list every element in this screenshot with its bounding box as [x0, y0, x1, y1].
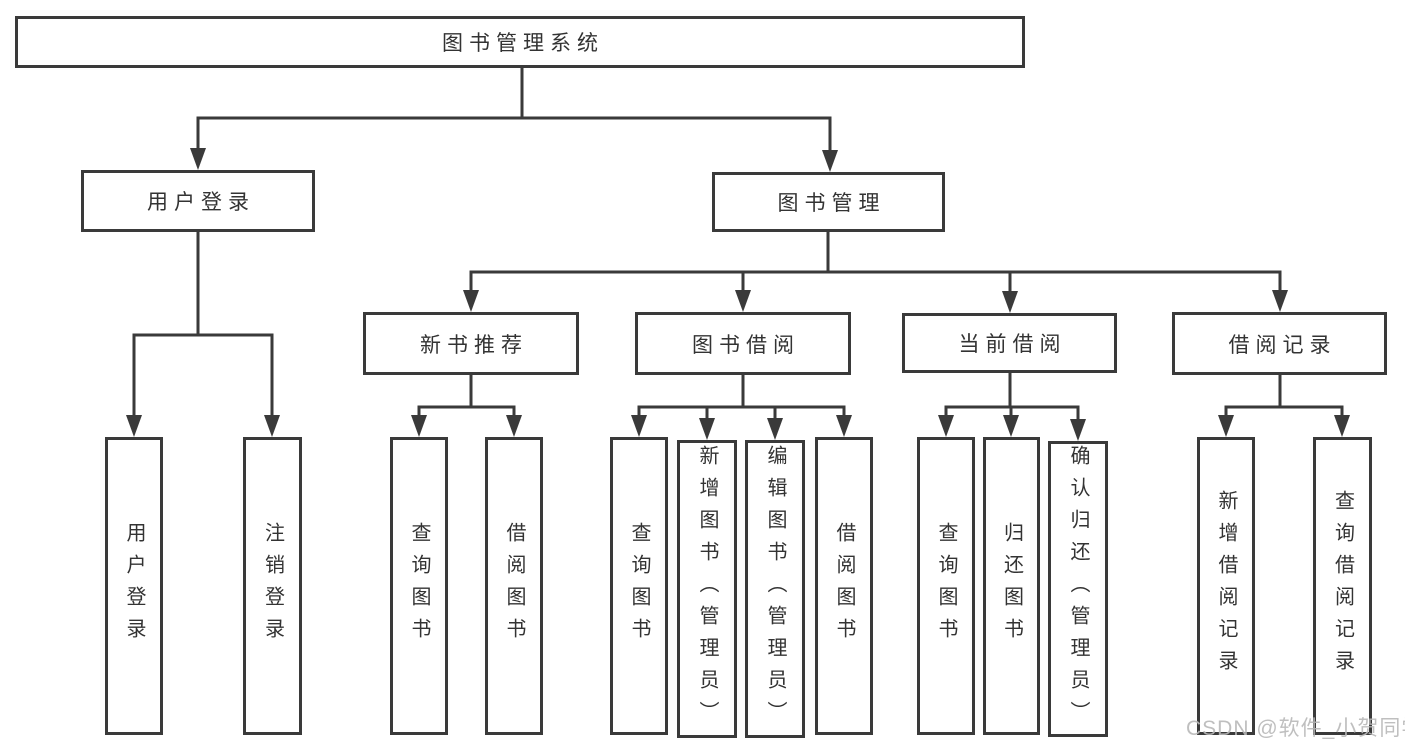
node-label: 查询借阅记录: [1331, 490, 1354, 682]
arrowhead-down-icon: [1003, 415, 1019, 437]
node-label: 借阅图书: [503, 522, 525, 650]
node-label: 归还图书: [1000, 522, 1023, 650]
node-leaf-user-login: 用户登录: [105, 437, 163, 735]
node-label: 图书管理系统: [442, 32, 604, 55]
node-label: 图书管理: [777, 192, 886, 215]
node-label: 当前借阅: [958, 333, 1067, 356]
node-leaf-query-book-1: 查询图书: [390, 437, 448, 735]
node-leaf-logout: 注销登录: [243, 437, 302, 735]
arrowhead-down-icon: [264, 415, 280, 437]
arrowhead-down-icon: [631, 415, 647, 437]
node-label: 图书借阅: [692, 333, 800, 357]
node-leaf-edit-book: 编辑图书（管理员）: [745, 440, 805, 738]
node-book-management: 图书管理: [712, 172, 945, 232]
arrowhead-down-icon: [767, 418, 783, 440]
node-leaf-add-book: 新增图书（管理员）: [677, 440, 737, 738]
node-label: 新书推荐: [420, 333, 528, 357]
node-label: 查询图书: [628, 522, 650, 650]
node-leaf-query-book-2: 查询图书: [610, 437, 668, 735]
node-label: 查询图书: [408, 522, 430, 650]
node-label: 新增图书（管理员）: [696, 445, 718, 733]
node-label: 编辑图书（管理员）: [764, 445, 786, 733]
node-label: 新增借阅记录: [1215, 490, 1237, 682]
node-book-borrow: 图书借阅: [635, 312, 851, 375]
node-leaf-query-book-3: 查询图书: [917, 437, 975, 735]
node-label: 注销登录: [261, 522, 284, 650]
arrowhead-down-icon: [463, 290, 479, 312]
arrowhead-down-icon: [822, 150, 838, 172]
node-label: 用户登录: [123, 522, 145, 650]
arrowhead-down-icon: [1272, 290, 1288, 312]
node-label: 用户登录: [147, 191, 255, 214]
arrowhead-down-icon: [699, 418, 715, 440]
node-leaf-return-book: 归还图书: [983, 437, 1040, 735]
arrowhead-down-icon: [1334, 415, 1350, 437]
arrowhead-down-icon: [126, 415, 142, 437]
node-new-book-recommend: 新书推荐: [363, 312, 579, 375]
node-root: 图书管理系统: [15, 16, 1025, 68]
node-label: 查询图书: [935, 522, 957, 650]
node-label: 确认归还（管理员）: [1067, 445, 1089, 733]
node-leaf-add-borrow-record: 新增借阅记录: [1197, 437, 1255, 735]
node-leaf-confirm-return: 确认归还（管理员）: [1048, 441, 1108, 737]
node-borrow-records: 借阅记录: [1172, 312, 1387, 375]
node-leaf-borrow-book-2: 借阅图书: [815, 437, 873, 735]
arrowhead-down-icon: [190, 148, 206, 170]
arrowhead-down-icon: [836, 415, 852, 437]
arrowhead-down-icon: [1070, 419, 1086, 441]
node-leaf-borrow-book-1: 借阅图书: [485, 437, 543, 735]
arrowhead-down-icon: [1218, 415, 1234, 437]
node-current-borrow: 当前借阅: [902, 313, 1117, 373]
arrowhead-down-icon: [506, 415, 522, 437]
arrowhead-down-icon: [938, 415, 954, 437]
node-user-login: 用户登录: [81, 170, 315, 232]
arrowhead-down-icon: [1002, 291, 1018, 313]
arrowhead-down-icon: [735, 290, 751, 312]
node-leaf-query-borrow-record: 查询借阅记录: [1313, 437, 1372, 735]
arrowhead-down-icon: [411, 415, 427, 437]
node-label: 借阅图书: [833, 522, 855, 650]
node-label: 借阅记录: [1228, 333, 1337, 357]
